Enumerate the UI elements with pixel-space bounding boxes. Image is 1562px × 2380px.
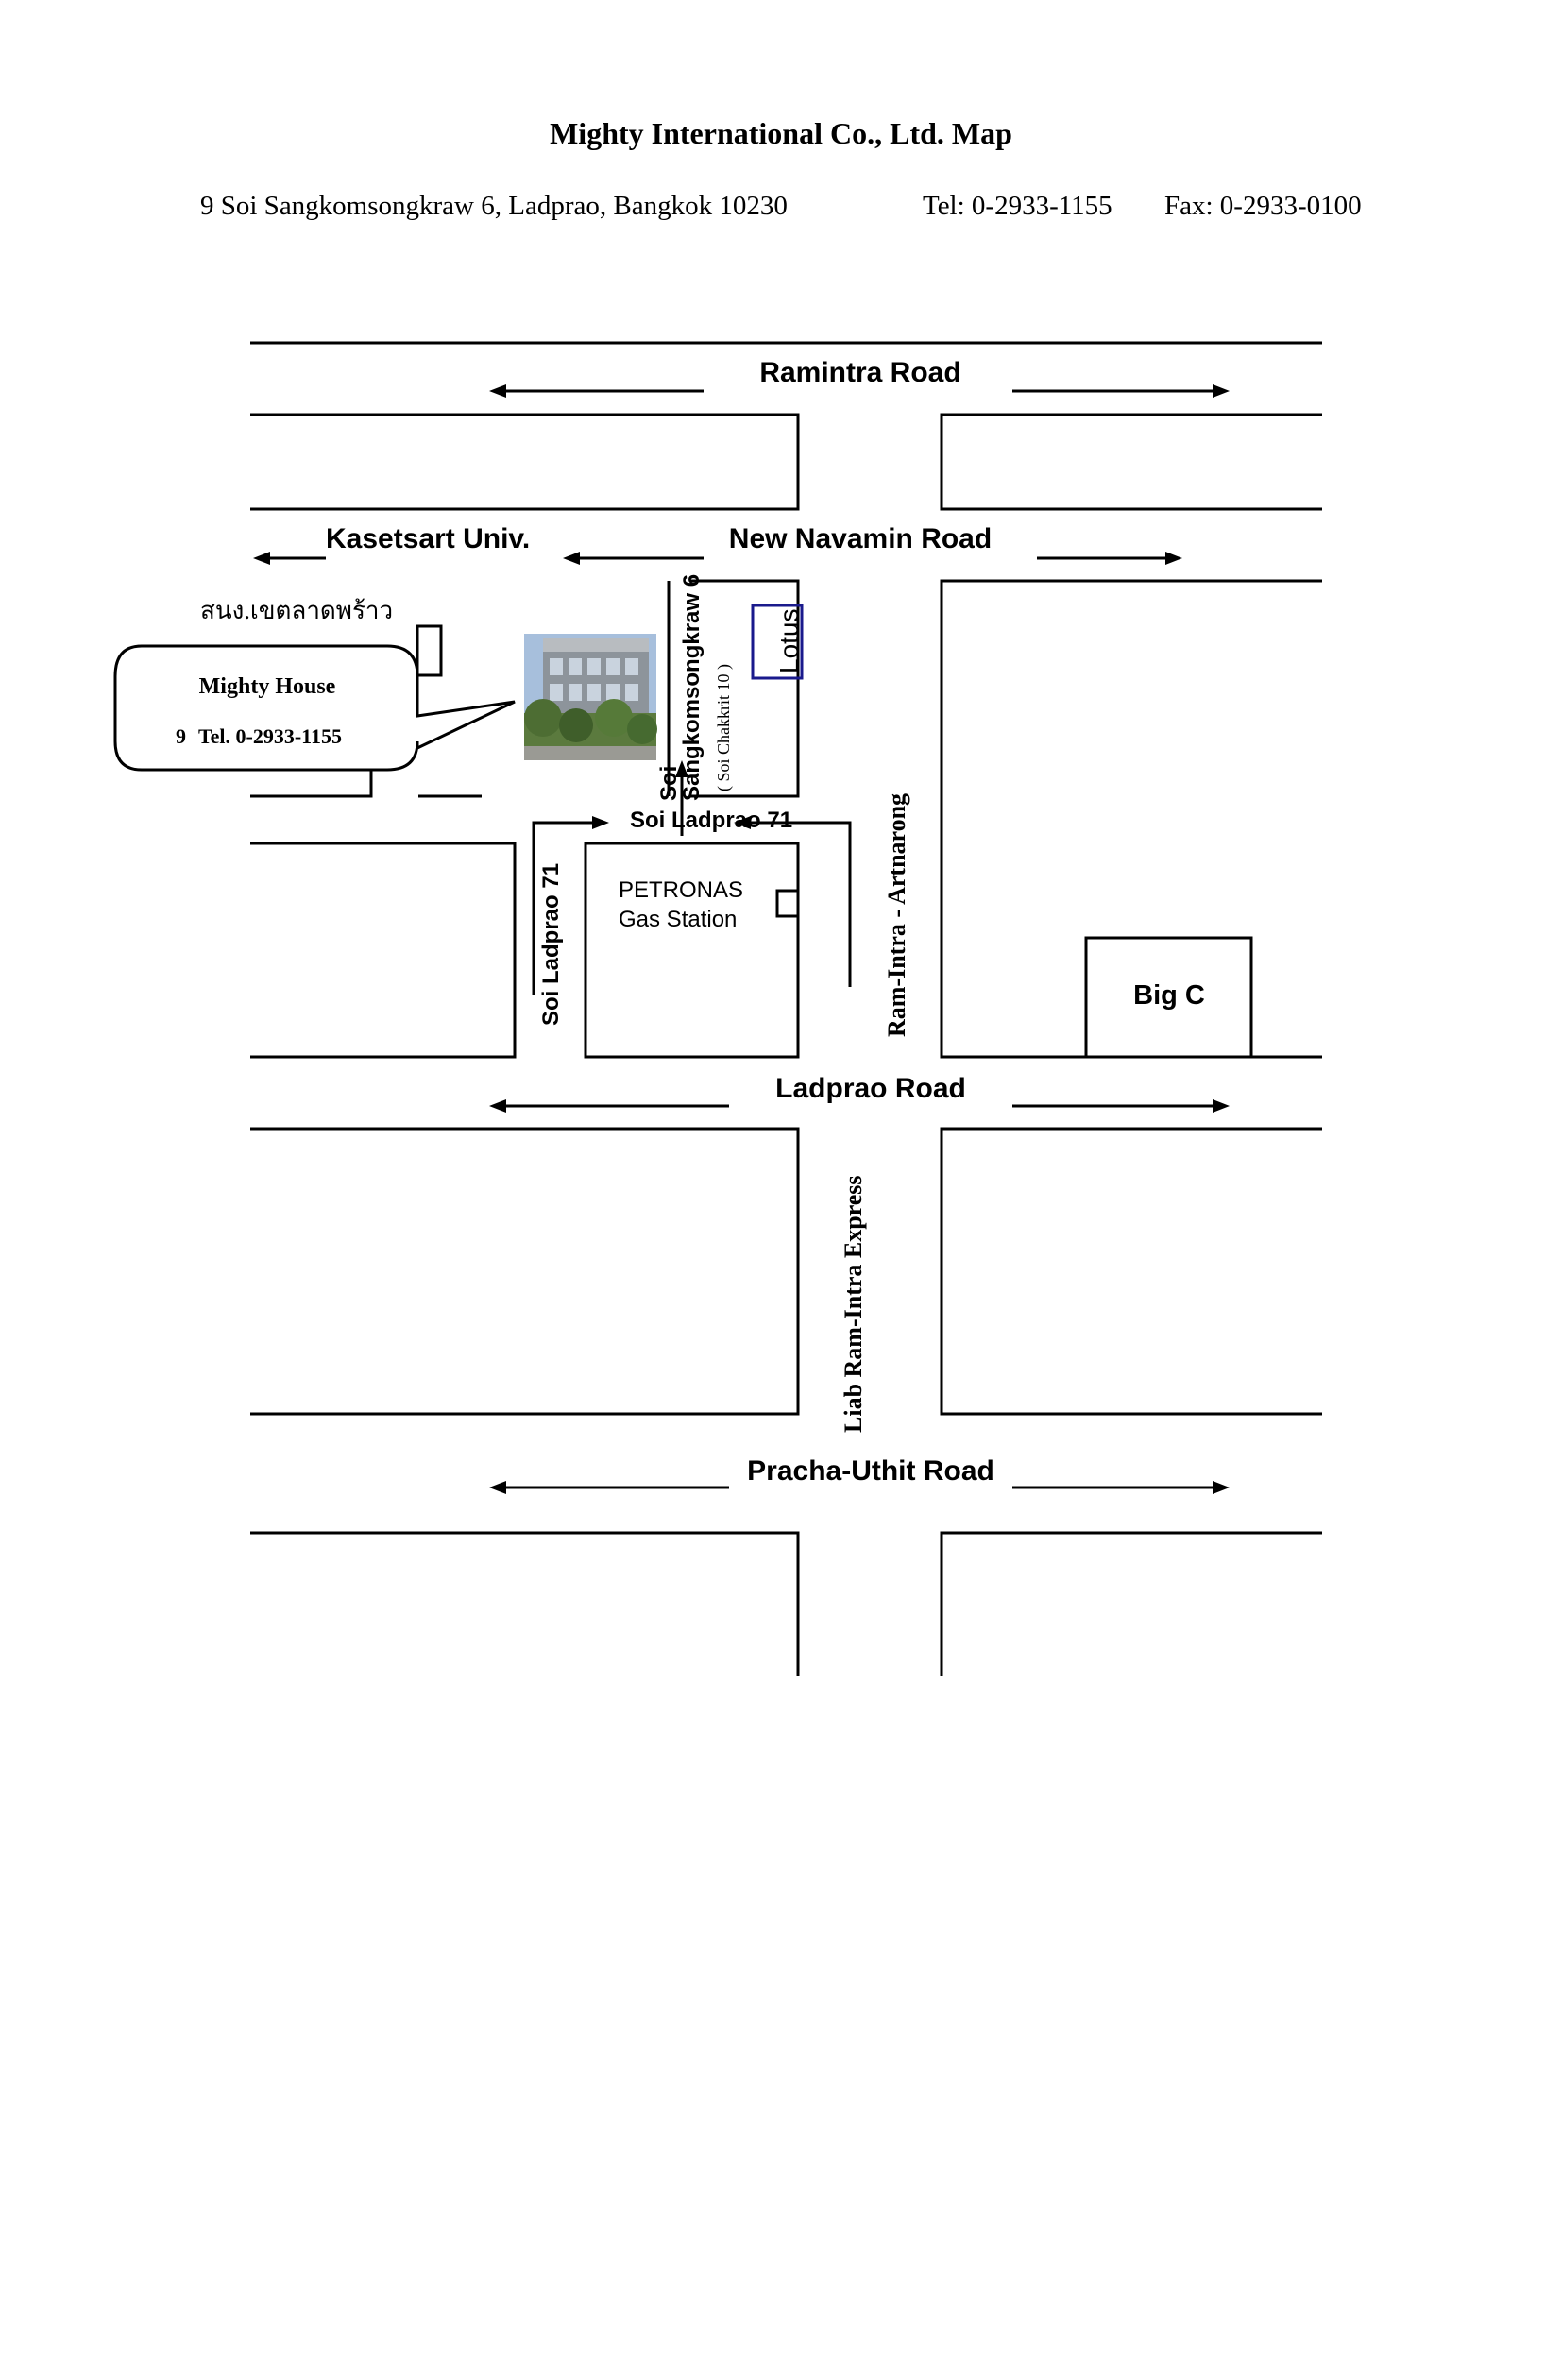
block-southeast bbox=[940, 1127, 1322, 1416]
arrow-right-icon bbox=[1213, 1099, 1230, 1113]
big-c-marker bbox=[1084, 936, 1253, 1059]
arrow-left-icon bbox=[489, 1481, 506, 1494]
label-ladprao-road: Ladprao Road bbox=[775, 1073, 966, 1104]
block-far-southwest bbox=[250, 1531, 800, 1676]
traffic-arrows bbox=[253, 384, 1230, 1494]
label-soi: Soi bbox=[656, 766, 682, 801]
callout-tel: Tel. 0-2933-1155 bbox=[198, 724, 342, 748]
label-kasetsart-univ: Kasetsart Univ. bbox=[326, 523, 530, 554]
label-ram-intra-artnarong: Ram-Intra - Artnarong bbox=[883, 793, 910, 1037]
arrow-up-icon bbox=[675, 760, 688, 777]
company-address: 9 Soi Sangkomsongkraw 6, Ladprao, Bangko… bbox=[200, 191, 788, 221]
label-ramintra-road: Ramintra Road bbox=[759, 357, 960, 388]
label-district-office: สนง.เขตลาดพร้าว bbox=[200, 597, 393, 624]
mighty-house-callout: Mighty House 9 Tel. 0-2933-1155 bbox=[113, 644, 516, 772]
label-soi-ladprao-71-vertical: Soi Ladprao 71 bbox=[538, 863, 564, 1026]
lotus-marker bbox=[751, 604, 804, 680]
arrow-right-icon bbox=[1213, 1481, 1230, 1494]
block-west-middle bbox=[250, 842, 517, 1059]
arrow-left-icon bbox=[563, 552, 580, 565]
block-lotus bbox=[689, 579, 800, 798]
label-lotus: Lotus bbox=[774, 609, 804, 674]
callout-name: Mighty House bbox=[199, 674, 336, 699]
arrow-right-icon bbox=[592, 816, 609, 829]
label-big-c: Big C bbox=[1133, 980, 1205, 1011]
arrow-right-icon bbox=[1165, 552, 1182, 565]
block-petronas bbox=[584, 842, 800, 1059]
district-office-marker bbox=[416, 624, 443, 677]
label-liab-ram-intra-express: Liab Ram-Intra Express bbox=[840, 1175, 867, 1433]
label-soi-ladprao-71: Soi Ladprao 71 bbox=[630, 808, 792, 833]
label-soi-chakkrit-10: ( Soi Chakkrit 10 ) bbox=[714, 664, 734, 791]
label-pracha-uthit-road: Pracha-Uthit Road bbox=[747, 1455, 994, 1487]
block-west-bottom-edge bbox=[250, 770, 373, 798]
callout-number: 9 bbox=[176, 724, 186, 748]
block-east-middle bbox=[940, 579, 1322, 1059]
label-petronas: PETRONAS bbox=[619, 877, 743, 903]
block-far-southeast bbox=[940, 1531, 1322, 1676]
arrow-left-icon bbox=[489, 1099, 506, 1113]
arrow-right-icon bbox=[1213, 384, 1230, 398]
block-northwest bbox=[250, 413, 800, 511]
arrow-left-icon bbox=[253, 552, 270, 565]
block-northeast bbox=[940, 413, 1322, 511]
label-sangkomsongkraw-6: Sangkomsongkraw 6 bbox=[679, 574, 705, 801]
label-new-navamin-road: New Navamin Road bbox=[729, 523, 992, 554]
road-edges bbox=[250, 341, 1322, 1676]
petronas-marker bbox=[775, 889, 800, 918]
page-title: Mighty International Co., Ltd. Map bbox=[550, 116, 1012, 150]
building-photo-icon bbox=[524, 634, 657, 760]
arrow-left-icon bbox=[734, 816, 751, 829]
company-fax: Fax: 0-2933-0100 bbox=[1164, 191, 1362, 221]
label-gas-station: Gas Station bbox=[619, 907, 737, 932]
block-southwest bbox=[250, 1127, 800, 1416]
arrow-left-icon bbox=[489, 384, 506, 398]
company-tel: Tel: 0-2933-1155 bbox=[923, 191, 1112, 221]
